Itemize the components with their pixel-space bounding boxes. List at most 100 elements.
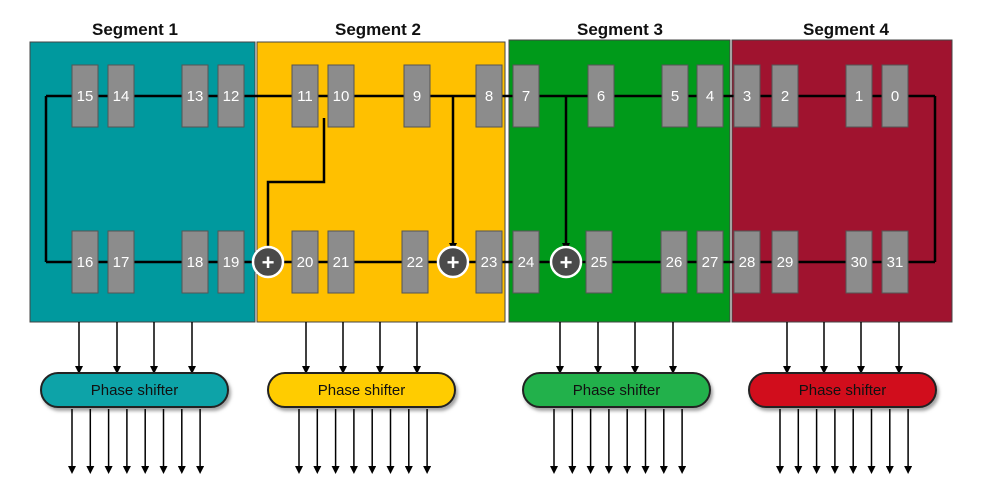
- register-box: [696, 64, 724, 128]
- register-box: [733, 230, 761, 294]
- xor-symbol: +: [447, 250, 460, 275]
- bottom-cell-28: 28: [733, 230, 761, 294]
- register-box: [181, 64, 209, 128]
- register-label: 20: [297, 254, 314, 271]
- register-box: [71, 64, 99, 128]
- register-box: [291, 230, 319, 294]
- register-box: [881, 230, 909, 294]
- phase-shifter-box: [748, 372, 937, 408]
- register-box: [660, 230, 688, 294]
- register-box: [475, 230, 503, 294]
- phase-shifter-label: Phase shifter: [318, 382, 406, 399]
- phase-shifter-1: Phase shifter: [40, 322, 229, 474]
- register-box: [733, 64, 761, 128]
- phase-shifter-label: Phase shifter: [573, 382, 661, 399]
- phase-shifter-box: [522, 372, 711, 408]
- xor-gate-3: +: [549, 245, 583, 279]
- phase-shifter-2: Phase shifter: [267, 322, 456, 474]
- register-box: [587, 64, 615, 128]
- top-cell-2: 2: [771, 64, 799, 128]
- register-box: [327, 64, 355, 128]
- segment-2-title: Segment 2: [335, 20, 421, 39]
- register-label: 11: [297, 88, 313, 105]
- xor-gate-2: +: [436, 245, 470, 279]
- bottom-cell-30: 30: [845, 230, 873, 294]
- xor-symbol: +: [560, 250, 573, 275]
- bottom-cell-24: 24: [512, 230, 540, 294]
- bottom-cell-31: 31: [881, 230, 909, 294]
- register-label: 5: [671, 88, 679, 105]
- top-cell-1: 1: [845, 64, 873, 128]
- register-label: 28: [739, 254, 756, 271]
- register-label: 31: [887, 254, 904, 271]
- top-cell-13: 13: [181, 64, 209, 128]
- bottom-cell-29: 29: [771, 230, 799, 294]
- register-label: 9: [413, 88, 421, 105]
- phase-shifter-label: Phase shifter: [799, 382, 887, 399]
- bottom-cell-27: 27: [696, 230, 724, 294]
- register-label: 2: [781, 88, 789, 105]
- top-cell-9: 9: [403, 64, 431, 128]
- bottom-cell-16: 16: [71, 230, 99, 294]
- phase-shifter-label: Phase shifter: [91, 382, 179, 399]
- register-label: 13: [187, 88, 204, 105]
- register-label: 26: [666, 254, 683, 271]
- register-label: 12: [223, 88, 240, 105]
- bottom-cell-26: 26: [660, 230, 688, 294]
- register-label: 27: [702, 254, 719, 271]
- register-box: [181, 230, 209, 294]
- register-label: 1: [855, 88, 863, 105]
- register-box: [107, 64, 135, 128]
- bottom-cell-25: 25: [585, 230, 613, 294]
- register-box: [771, 64, 799, 128]
- register-label: 7: [522, 88, 530, 105]
- segment-4-region: [731, 39, 953, 323]
- xor-circle: [251, 245, 285, 279]
- bottom-cell-18: 18: [181, 230, 209, 294]
- phase-shifter-4: Phase shifter: [748, 322, 937, 474]
- top-cell-12: 12: [217, 64, 245, 128]
- register-label: 10: [333, 88, 350, 105]
- register-box: [696, 230, 724, 294]
- top-cell-15: 15: [71, 64, 99, 128]
- register-box: [512, 230, 540, 294]
- bottom-cell-20: 20: [291, 230, 319, 294]
- segment-3-title: Segment 3: [577, 20, 663, 39]
- register-label: 4: [706, 88, 714, 105]
- register-label: 29: [777, 254, 794, 271]
- top-cell-3: 3: [733, 64, 761, 128]
- xor-gate-1: +: [251, 245, 285, 279]
- register-label: 16: [77, 254, 94, 271]
- xor-symbol: +: [262, 250, 275, 275]
- register-label: 25: [591, 254, 608, 271]
- register-box: [771, 230, 799, 294]
- phase-shifter-box: [40, 372, 229, 408]
- top-cell-6: 6: [587, 64, 615, 128]
- register-label: 21: [333, 254, 350, 271]
- top-cell-11: 11: [291, 64, 319, 128]
- register-box: [71, 230, 99, 294]
- bottom-cell-22: 22: [401, 230, 429, 294]
- register-label: 24: [518, 254, 535, 271]
- register-box: [107, 230, 135, 294]
- register-label: 3: [743, 88, 751, 105]
- register-box: [403, 64, 431, 128]
- register-box: [661, 64, 689, 128]
- register-box: [512, 64, 540, 128]
- bottom-cell-19: 19: [217, 230, 245, 294]
- register-label: 18: [187, 254, 204, 271]
- register-label: 15: [77, 88, 94, 105]
- register-label: 14: [113, 88, 130, 105]
- register-label: 30: [851, 254, 868, 271]
- top-cell-4: 4: [696, 64, 724, 128]
- register-box: [881, 64, 909, 128]
- top-cell-5: 5: [661, 64, 689, 128]
- register-label: 0: [891, 88, 899, 105]
- bottom-cell-17: 17: [107, 230, 135, 294]
- register-box: [217, 64, 245, 128]
- register-box: [845, 230, 873, 294]
- segment-3-region: [508, 39, 731, 323]
- top-cell-14: 14: [107, 64, 135, 128]
- register-label: 22: [407, 254, 424, 271]
- register-box: [217, 230, 245, 294]
